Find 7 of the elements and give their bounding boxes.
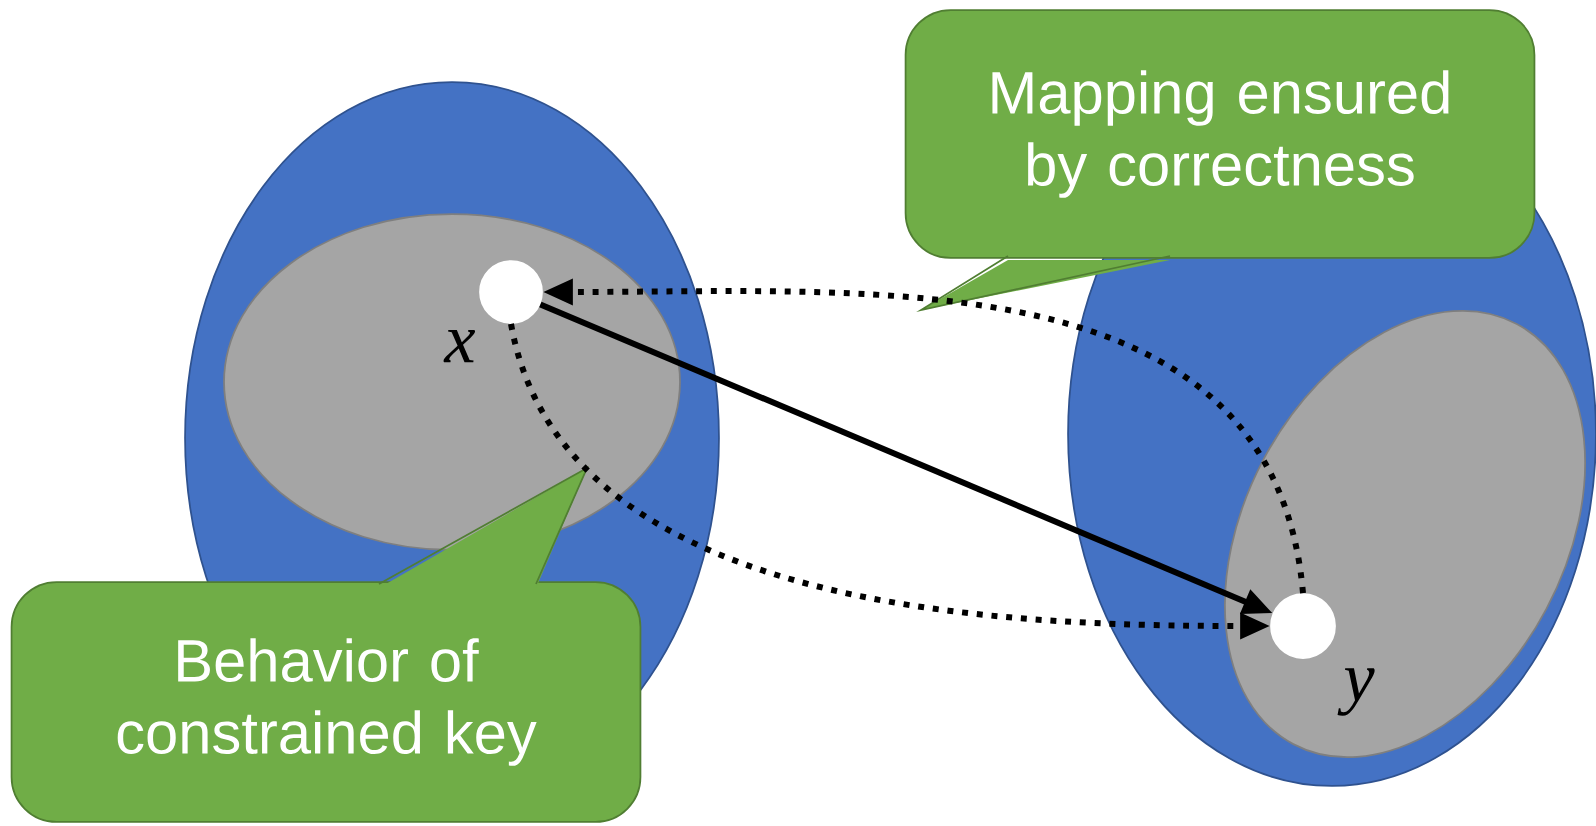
point-dot xyxy=(1270,593,1336,659)
subset-ellipse xyxy=(223,213,681,551)
callout-tooltip: Behavior of constrained key xyxy=(10,465,642,823)
point-label: x xyxy=(443,329,476,363)
point-label: y xyxy=(1337,668,1375,716)
callout-tooltip: Mapping ensured by correctness xyxy=(904,9,1536,312)
point-dot xyxy=(479,260,543,324)
